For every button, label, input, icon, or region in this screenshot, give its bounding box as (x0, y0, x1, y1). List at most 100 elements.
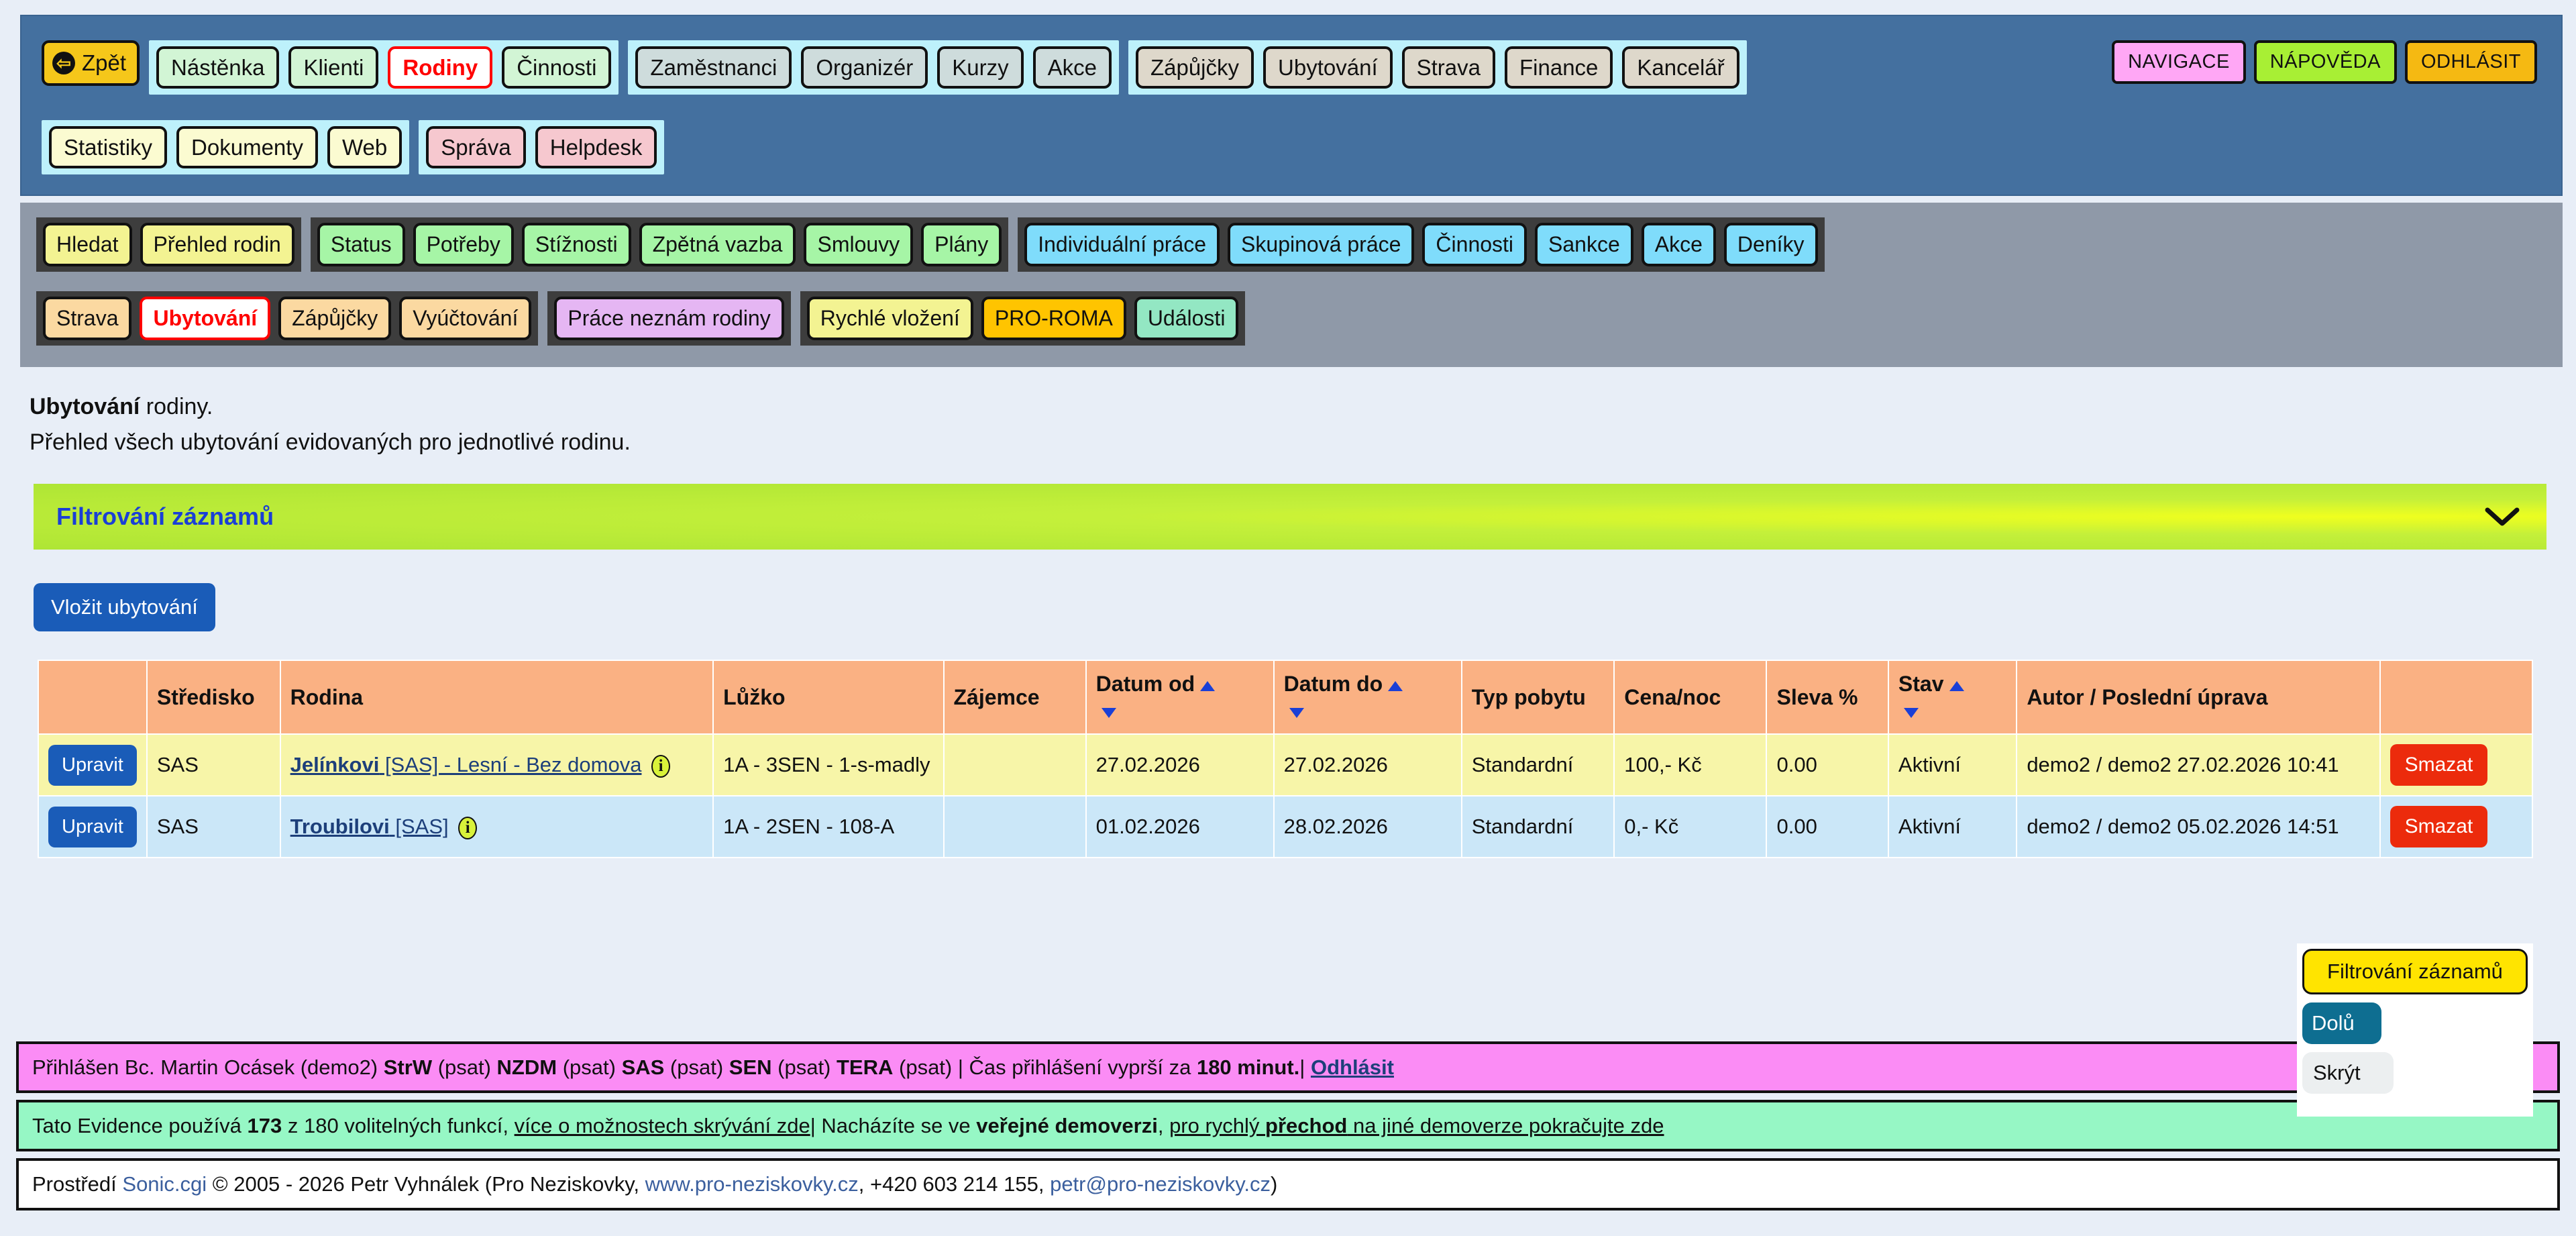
demo-middle-3: , (1157, 1114, 1170, 1138)
delete-button[interactable]: Smazat (2390, 744, 2488, 786)
popup-hide-button[interactable]: Skrýt (2302, 1052, 2394, 1094)
sort-ascending-icon[interactable] (1388, 681, 1403, 692)
col-header-autor[interactable]: Autor / Poslední úprava (2016, 660, 2381, 735)
email-link[interactable]: petr@pro-neziskovky.cz (1050, 1172, 1271, 1196)
nav-item-kancelar[interactable]: Kancelář (1622, 46, 1739, 89)
sort-descending-icon[interactable] (1289, 708, 1304, 719)
chevron-down-icon[interactable] (2485, 507, 2520, 527)
col-header-datum-od[interactable]: Datum od (1085, 660, 1275, 735)
subnav-item-rychle-vlozeni[interactable]: Rychlé vložení (806, 297, 973, 340)
nav-group-staff: Zaměstnanci Organizér Kurzy Akce (628, 40, 1119, 95)
col-header-zajemce[interactable]: Zájemce (943, 660, 1087, 735)
sort-ascending-icon[interactable] (1200, 681, 1216, 692)
nav-group-modules: Nástěnka Klienti Rodiny Činnosti (149, 40, 619, 95)
col-header-datum-do[interactable]: Datum do (1273, 660, 1462, 735)
col-header-cena-noc[interactable]: Cena/noc (1613, 660, 1768, 735)
subnav-item-deniky[interactable]: Deníky (1723, 223, 1818, 266)
nav-item-cinnosti[interactable]: Činnosti (502, 46, 612, 89)
nav-item-klienti[interactable]: Klienti (288, 46, 379, 89)
page-title-rest: rodiny. (140, 394, 213, 419)
subnav-item-sankce[interactable]: Sankce (1535, 223, 1633, 266)
napoveda-button[interactable]: NÁPOVĚDA (2253, 40, 2397, 84)
back-button[interactable]: ⇦ Zpět (42, 40, 140, 86)
nav-item-statistiky[interactable]: Statistiky (49, 126, 168, 168)
nav-item-zamestnanci[interactable]: Zaměstnanci (635, 46, 792, 89)
sort-descending-icon[interactable] (1903, 708, 1919, 719)
subnav-item-zapujcky[interactable]: Zápůjčky (278, 297, 392, 340)
nav-item-rodiny[interactable]: Rodiny (388, 46, 493, 89)
subnav-item-zpetna-vazba[interactable]: Zpětná vazba (639, 223, 796, 266)
filter-records-bar[interactable]: Filtrování záznamů (34, 484, 2546, 550)
footer-logout-link[interactable]: Odhlásit (1310, 1055, 1394, 1079)
sort-ascending-icon[interactable] (1949, 681, 1964, 692)
sonic-cgi-link[interactable]: Sonic.cgi (122, 1172, 207, 1196)
subnav-item-ubytovani[interactable]: Ubytování (140, 297, 271, 340)
subnav-group-work: Individuální práce Skupinová práce Činno… (1018, 217, 1825, 272)
nav-item-sprava[interactable]: Správa (426, 126, 526, 168)
subnav-item-hledat[interactable]: Hledat (43, 223, 132, 266)
delete-button[interactable]: Smazat (2390, 806, 2488, 848)
subnav-item-potreby[interactable]: Potřeby (413, 223, 514, 266)
subnav-item-prace-neznam-rodiny[interactable]: Práce neznám rodiny (554, 297, 784, 340)
col-header-rodina[interactable]: Rodina (279, 660, 714, 735)
nav-item-strava[interactable]: Strava (1401, 46, 1495, 89)
nav-item-finance[interactable]: Finance (1505, 46, 1613, 89)
col-header-sleva[interactable]: Sleva % (1766, 660, 1889, 735)
filter-popup: Filtrování záznamů Dolů Skrýt (2297, 943, 2533, 1117)
family-link[interactable]: Troubilovi [SAS] (290, 815, 449, 838)
col-header-stredisko[interactable]: Středisko (146, 660, 281, 735)
nav-item-akce[interactable]: Akce (1032, 46, 1112, 89)
insert-accommodation-button[interactable]: Vložit ubytování (34, 583, 215, 632)
demo-switch-link[interactable]: pro rychlý přechod na jiné demoverze pok… (1169, 1114, 1664, 1137)
subnav-item-strava[interactable]: Strava (43, 297, 132, 340)
website-link[interactable]: www.pro-neziskovky.cz (645, 1172, 859, 1196)
session-status-bar: Přihlášen Bc. Martin Ocásek (demo2) StrW… (16, 1041, 2560, 1094)
subnav-group-services: Strava Ubytování Zápůjčky Vyúčtování (36, 291, 539, 346)
info-icon[interactable]: i (458, 817, 478, 840)
edit-button[interactable]: Upravit (48, 744, 137, 786)
subnav-item-plany[interactable]: Plány (921, 223, 1002, 266)
nav-item-dokumenty[interactable]: Dokumenty (176, 126, 318, 168)
info-icon[interactable]: i (651, 755, 671, 778)
subnav-item-vyuctovani[interactable]: Vyúčtování (399, 297, 532, 340)
session-expiry-time: 180 minut. (1196, 1055, 1300, 1079)
nav-item-kurzy[interactable]: Kurzy (937, 46, 1024, 89)
nav-item-helpdesk[interactable]: Helpdesk (535, 126, 657, 168)
popup-filter-records-button[interactable]: Filtrování záznamů (2302, 949, 2528, 994)
nav-item-zapujcky[interactable]: Zápůjčky (1135, 46, 1254, 89)
subnav-item-udalosti[interactable]: Události (1134, 297, 1239, 340)
subnav-item-status[interactable]: Status (317, 223, 405, 266)
copyright-middle: © 2005 - 2026 Petr Vyhnálek (Pro Nezisko… (207, 1172, 645, 1196)
col-header-typ-pobytu[interactable]: Typ pobytu (1460, 660, 1615, 735)
role-perm-sen: (psat) (771, 1055, 837, 1079)
edit-button[interactable]: Upravit (48, 806, 137, 847)
navigace-button[interactable]: NAVIGACE (2112, 40, 2246, 84)
cell-stav: Aktivní (1887, 733, 2018, 797)
copyright-prefix: Prostředí (32, 1172, 123, 1196)
nav-item-ubytovani[interactable]: Ubytování (1263, 46, 1393, 89)
filter-records-label: Filtrování záznamů (56, 503, 274, 531)
subnav-item-akce[interactable]: Akce (1641, 223, 1716, 266)
main-content: Ubytování rodiny. Přehled všech ubytován… (0, 389, 2576, 859)
subnav-item-cinnosti[interactable]: Činnosti (1422, 223, 1527, 266)
nav-item-organizer[interactable]: Organizér (801, 46, 928, 89)
nav-item-web[interactable]: Web (327, 126, 402, 168)
popup-scroll-down-button[interactable]: Dolů (2302, 1002, 2381, 1044)
nav-item-nastenka[interactable]: Nástěnka (156, 46, 280, 89)
col-header-luzko[interactable]: Lůžko (712, 660, 945, 735)
subnav-item-smlouvy[interactable]: Smlouvy (804, 223, 914, 266)
subnav-item-individualni-prace[interactable]: Individuální práce (1024, 223, 1220, 266)
sort-descending-icon[interactable] (1101, 708, 1116, 719)
role-code-sas: SAS (621, 1055, 665, 1079)
demo-hide-link[interactable]: více o možnostech skrývání zde (514, 1114, 810, 1138)
subnav-item-skupinova-prace[interactable]: Skupinová práce (1228, 223, 1415, 266)
subnav-item-stiznosti[interactable]: Stížnosti (521, 223, 631, 266)
family-link[interactable]: Jelínkovi [SAS] - Lesní - Bez domova (290, 753, 642, 776)
odhlasit-button[interactable]: ODHLÁSIT (2404, 40, 2537, 84)
col-header-stav[interactable]: Stav (1887, 660, 2018, 735)
subnav-group-search: Hledat Přehled rodin (36, 217, 301, 272)
subnav-item-pro-roma[interactable]: PRO-ROMA (981, 297, 1126, 340)
family-name: Jelínkovi (290, 753, 380, 777)
subnav-item-prehled-rodin[interactable]: Přehled rodin (140, 223, 294, 266)
